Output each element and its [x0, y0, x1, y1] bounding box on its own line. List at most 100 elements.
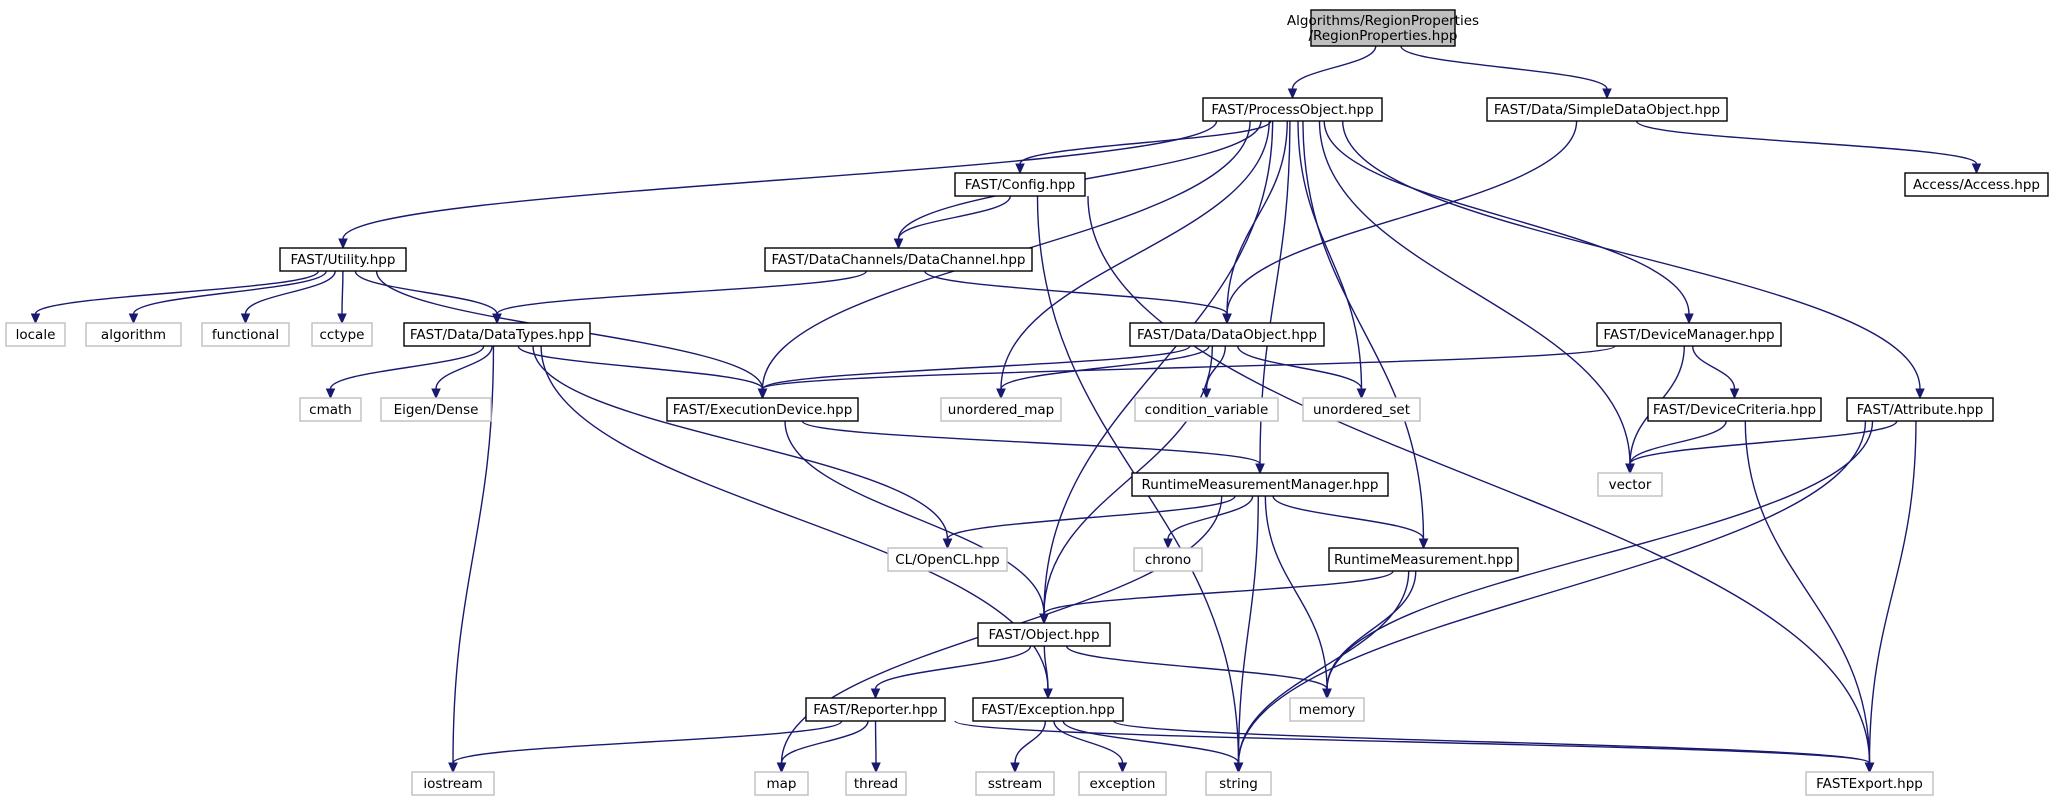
node-label: unordered_set	[1313, 402, 1410, 418]
arrowhead-runtime_measurement_manager-to-chrono	[1163, 538, 1173, 550]
node-label: FAST/DataChannels/DataChannel.hpp	[771, 252, 1025, 268]
arrowhead-object-to-reporter	[870, 688, 881, 700]
node-label: FAST/Data/DataTypes.hpp	[410, 327, 584, 343]
node-exception[interactable]: FAST/Exception.hpp	[972, 697, 1124, 722]
node-unordered-set: unordered_set	[1302, 397, 1421, 422]
node-cctype: cctype	[311, 322, 373, 347]
arrowhead-process_object-to-device_manager	[1684, 313, 1694, 325]
node-label: FAST/Object.hpp	[988, 627, 1099, 643]
edge-data_object-to-unordered_map	[1000, 345, 1210, 390]
edge-runtime_measurement_manager-to-memory	[1264, 495, 1328, 690]
node-unordered-map: unordered_map	[940, 397, 1062, 422]
edge-data_types-to-execution_device	[517, 345, 764, 390]
node-access[interactable]: Access/Access.hpp	[1904, 172, 2049, 197]
node-label: FAST/DeviceCriteria.hpp	[1653, 402, 1816, 418]
node-label: string	[1219, 776, 1258, 792]
node-box	[1310, 9, 1456, 47]
node-device-criteria[interactable]: FAST/DeviceCriteria.hpp	[1647, 397, 1822, 422]
arrowhead-runtime_measurement-to-object	[1039, 613, 1049, 625]
node-object[interactable]: FAST/Object.hpp	[977, 622, 1111, 647]
arrowhead-data_object-to-unordered_map	[996, 388, 1006, 400]
node-box	[1202, 97, 1383, 122]
node-data-channel[interactable]: FAST/DataChannels/DataChannel.hpp	[764, 247, 1033, 272]
node-process-object[interactable]: FAST/ProcessObject.hpp	[1202, 97, 1383, 122]
node-config[interactable]: FAST/Config.hpp	[954, 172, 1086, 197]
arrowhead-data_object-to-unordered_set	[1356, 388, 1367, 400]
node-box	[311, 322, 373, 347]
edge-runtime_measurement-to-object	[1043, 570, 1394, 615]
node-execution-device[interactable]: FAST/ExecutionDevice.hpp	[666, 397, 859, 422]
node-box	[1205, 771, 1272, 796]
edge-object-to-reporter	[874, 645, 1032, 690]
edge-utility-to-algorithm	[132, 270, 327, 315]
node-box	[977, 622, 1111, 647]
node-opencl: CL/OpenCL.hpp	[887, 547, 1008, 572]
edge-attribute-to-vector	[1629, 420, 1898, 465]
node-label: thread	[854, 776, 898, 792]
node-label: RuntimeMeasurement.hpp	[1334, 552, 1513, 568]
arrowhead-utility-to-algorithm	[128, 313, 139, 325]
node-label: map	[767, 776, 797, 792]
edge-exception-to-string	[1062, 720, 1240, 764]
arrowhead-runtime_measurement_manager-to-opencl	[942, 538, 953, 550]
node-label: FAST/Attribute.hpp	[1857, 402, 1984, 418]
edge-process_object-to-object	[1043, 120, 1274, 615]
node-runtime-measurement-manager[interactable]: RuntimeMeasurementManager.hpp	[1131, 472, 1389, 497]
node-chrono: chrono	[1133, 547, 1203, 572]
edge-data_types-to-cmath	[329, 345, 485, 390]
node-box	[845, 771, 907, 796]
node-box	[1328, 547, 1519, 572]
node-label: sstream	[988, 776, 1042, 792]
arrowhead-data_object-to-condition_variable	[1201, 388, 1212, 400]
node-box	[1846, 397, 1994, 422]
arrowhead-reporter-to-map	[776, 762, 787, 774]
node-sstream: sstream	[975, 771, 1055, 796]
edge-reporter-to-fast_export	[954, 720, 1871, 764]
node-box	[1805, 771, 1934, 796]
node-box	[805, 697, 946, 722]
node-data-types[interactable]: FAST/Data/DataTypes.hpp	[403, 322, 591, 347]
node-reporter[interactable]: FAST/Reporter.hpp	[805, 697, 946, 722]
node-label: /RegionProperties.hpp	[1309, 28, 1458, 44]
node-attribute[interactable]: FAST/Attribute.hpp	[1846, 397, 1994, 422]
arrowhead-object-to-memory	[1322, 688, 1332, 700]
edge-object-to-memory	[1065, 645, 1328, 690]
arrowhead-root-to-simple_data_object	[1602, 88, 1612, 100]
edge-process_object-to-vector	[1318, 120, 1631, 465]
edge-simple_data_object-to-access	[1635, 120, 1978, 165]
node-device-manager[interactable]: FAST/DeviceManager.hpp	[1596, 322, 1782, 347]
node-label: iostream	[423, 776, 482, 792]
node-utility[interactable]: FAST/Utility.hpp	[279, 247, 407, 272]
node-label: unordered_map	[948, 402, 1054, 418]
node-box	[5, 322, 66, 347]
edge-device_criteria-to-vector	[1629, 420, 1727, 465]
edge-process_object-to-unordered_set	[1297, 120, 1363, 390]
node-data-object[interactable]: FAST/Data/DataObject.hpp	[1129, 322, 1325, 347]
node-label: exception	[1090, 776, 1156, 792]
arrowhead-root-to-process_object	[1287, 88, 1298, 100]
edge-root-to-simple_data_object	[1400, 45, 1608, 90]
edge-data_types-to-eigen_dense	[435, 345, 493, 390]
node-runtime-measurement[interactable]: RuntimeMeasurement.hpp	[1328, 547, 1519, 572]
edge-config-to-data_channel	[897, 195, 1011, 240]
node-box	[1904, 172, 2049, 197]
node-label: FAST/Exception.hpp	[981, 702, 1115, 718]
node-box	[279, 247, 407, 272]
arrowhead-execution_device-to-runtime_measurement_manager	[1255, 463, 1265, 475]
edge-data_object-to-execution_device	[761, 345, 1191, 390]
node-box	[1129, 322, 1325, 347]
arrowhead-utility-to-locale	[30, 313, 41, 325]
node-box	[85, 322, 182, 347]
node-simple-data-object[interactable]: FAST/Data/SimpleDataObject.hpp	[1486, 97, 1728, 122]
node-box	[764, 247, 1033, 272]
node-memory: memory	[1289, 697, 1365, 722]
edge-device_manager-to-execution_device	[761, 345, 1616, 390]
edge-process_object-to-unordered_map	[1000, 120, 1270, 390]
edge-process_object-to-device_manager	[1323, 120, 1690, 315]
node-eigen-dense: Eigen/Dense	[380, 397, 492, 422]
arrowhead-device_manager-to-device_criteria	[1729, 388, 1740, 400]
node-root[interactable]: Algorithms/RegionProperties/RegionProper…	[1287, 9, 1479, 47]
node-box	[1596, 322, 1782, 347]
node-string: string	[1205, 771, 1272, 796]
